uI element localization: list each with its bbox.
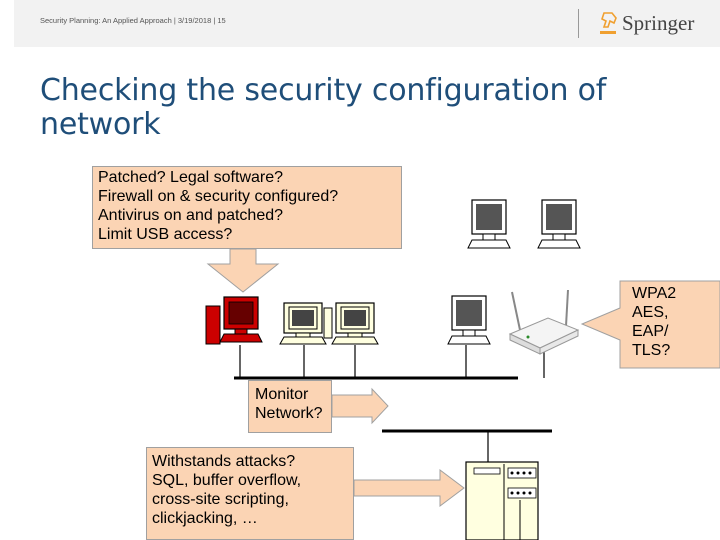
highlighted-workstation bbox=[205, 296, 263, 345]
callout-attacks: Withstands attacks? SQL, buffer overflow… bbox=[146, 447, 354, 540]
springer-horse-icon bbox=[600, 12, 617, 34]
attacks-callout-arrow bbox=[353, 469, 465, 507]
workstation-3 bbox=[331, 302, 379, 345]
slide-title: Checking the security configuration of n… bbox=[40, 73, 607, 142]
header-bar bbox=[0, 0, 720, 47]
callout-monitor: Monitor Network? bbox=[248, 380, 332, 433]
callout-patched: Patched? Legal software? Firewall on & s… bbox=[92, 166, 402, 249]
springer-logo bbox=[600, 12, 617, 34]
wireless-router bbox=[508, 289, 580, 355]
server-rack bbox=[465, 461, 539, 540]
workstation-5 bbox=[467, 199, 511, 249]
header-citation: Security Planning: An Applied Approach |… bbox=[40, 16, 226, 25]
workstation-6 bbox=[537, 199, 581, 249]
monitor-callout-arrow bbox=[331, 387, 389, 425]
workstation-2 bbox=[279, 302, 333, 345]
header-accent bbox=[0, 0, 14, 47]
callout-wpa: WPA2 AES, EAP/ TLS? bbox=[632, 285, 677, 359]
logo-text: Springer bbox=[622, 11, 695, 35]
patched-callout-arrow bbox=[206, 248, 280, 293]
workstation-4 bbox=[447, 295, 491, 345]
wpa-callout-shape bbox=[580, 280, 720, 369]
header-divider bbox=[578, 9, 579, 38]
